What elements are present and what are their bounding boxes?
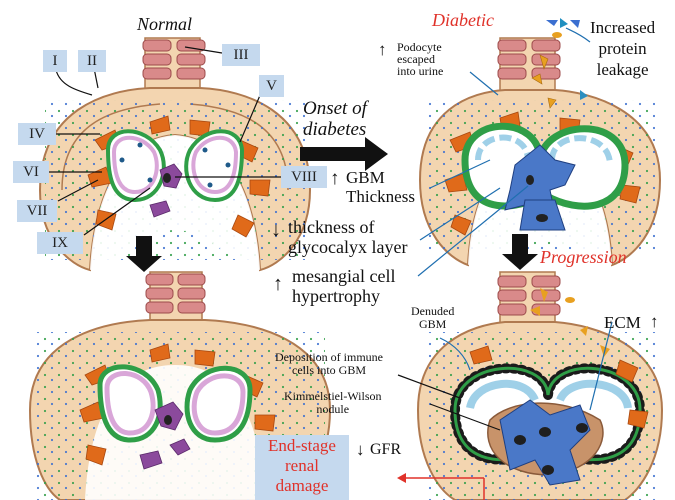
annotation-mesangial: mesangial cell hypertrophy: [292, 266, 395, 306]
label-VIII: VIII: [281, 166, 327, 188]
title-progression: Progression: [540, 247, 627, 268]
arrow-gbm: ↑: [330, 168, 340, 190]
annotation-gbm-thickness: GBM Thickness: [346, 168, 415, 206]
annotation-glycocalyx: thickness of glycocalyx layer: [288, 217, 407, 257]
title-normal: Normal: [137, 14, 192, 35]
annotation-denuded-gbm: Denuded GBM: [411, 305, 454, 331]
annotation-end-stage: End-stage renal damage: [255, 436, 349, 496]
label-V: V: [259, 75, 284, 97]
label-VII: VII: [17, 200, 57, 222]
label-II: II: [78, 50, 106, 72]
label-IV: IV: [18, 123, 56, 145]
arrow-mesangial: ↑: [273, 273, 283, 296]
annotation-ecm: ECM: [604, 313, 641, 333]
arrow-gfr: ↓: [356, 440, 365, 460]
label-I: I: [43, 50, 67, 72]
label-IX: IX: [37, 232, 83, 254]
annotation-kimmelstiel: Kimmelstiel-Wilson nodule: [284, 390, 382, 416]
title-onset: Onset of diabetes: [303, 98, 367, 140]
red-arrowhead: [397, 473, 406, 483]
arrow-ecm: ↑: [650, 312, 659, 332]
glomerulus-progression: [418, 272, 662, 500]
annotation-podocyte: Podocyte escaped into urine: [397, 41, 443, 77]
arrow-glycocalyx: ↓: [271, 219, 281, 242]
annotation-protein-leakage: Increased protein leakage: [590, 17, 655, 80]
annotation-gfr: GFR: [370, 441, 401, 459]
label-VI: VI: [13, 161, 49, 183]
arrow-podocyte: ↑: [378, 40, 387, 60]
title-diabetic: Diabetic: [432, 10, 494, 31]
annotation-deposition: Deposition of immune cells into GBM: [275, 351, 383, 377]
label-III: III: [222, 44, 260, 66]
